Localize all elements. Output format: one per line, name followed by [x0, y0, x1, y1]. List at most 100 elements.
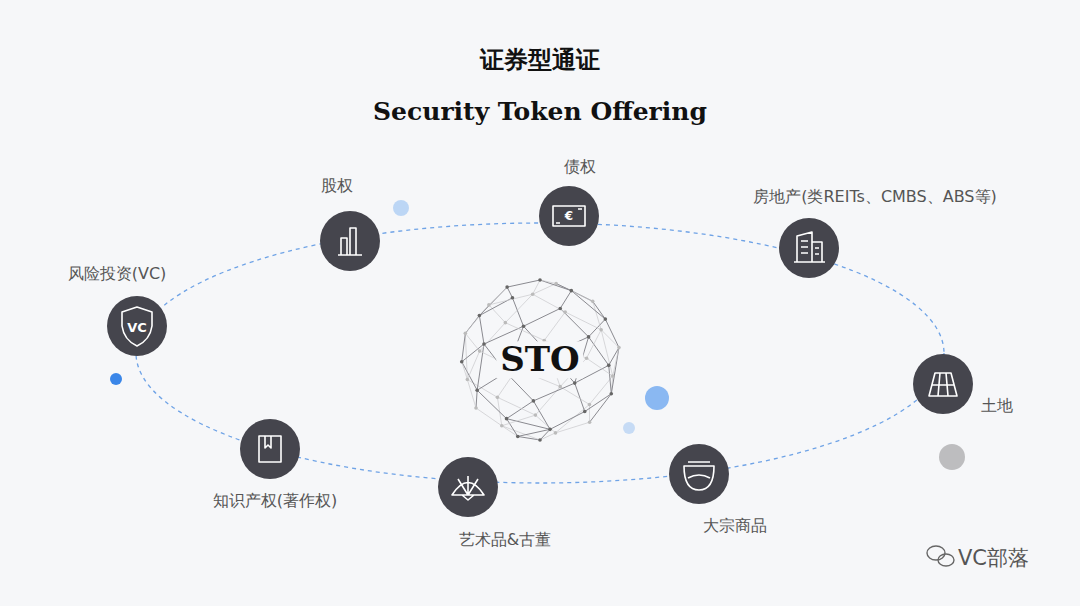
wire-line	[555, 404, 589, 432]
wire-dot	[466, 378, 470, 382]
node-label: 艺术品&古董	[459, 530, 551, 551]
wire-dot	[532, 399, 536, 403]
wire-line	[609, 348, 619, 366]
wire-line	[560, 387, 589, 405]
wire-line	[533, 280, 540, 294]
wire-dot	[583, 410, 587, 414]
wire-line	[477, 390, 506, 418]
wire-dot	[478, 314, 482, 318]
icon-node: 艺术品&古董	[438, 457, 498, 517]
wire-dot	[511, 296, 515, 300]
wire-dot	[599, 328, 603, 332]
wire-line	[601, 330, 613, 376]
center-text: STO	[496, 341, 583, 378]
wire-line	[502, 426, 518, 437]
node-label: 房地产(类REITs、CMBS、ABS等)	[753, 187, 997, 208]
icon-glyphs	[122, 206, 957, 500]
wire-dot	[591, 300, 595, 304]
node-label: 债权	[564, 157, 596, 178]
wire-dot	[570, 289, 574, 293]
wire-line	[476, 390, 477, 408]
wire-line	[540, 280, 556, 284]
wire-line	[479, 316, 484, 344]
icon-node: 知识产权(著作权)	[240, 419, 300, 479]
wire-line	[523, 308, 560, 326]
wire-line	[540, 433, 555, 440]
wire-line	[571, 291, 605, 319]
icon-text: €	[565, 209, 573, 223]
node-label: 土地	[981, 396, 1013, 417]
wire-dot	[585, 356, 589, 360]
wire-line	[507, 419, 550, 430]
wire-line	[589, 376, 612, 404]
wire-line	[601, 330, 619, 348]
node-label: 风险投资(VC)	[68, 264, 167, 285]
wire-dot	[531, 292, 535, 296]
node-label: 股权	[321, 176, 353, 197]
deco-dot	[645, 386, 669, 410]
wire-dot	[617, 346, 621, 350]
wire-line	[533, 401, 550, 429]
wire-line	[462, 344, 484, 362]
wire-line	[533, 383, 574, 401]
wire-dot	[558, 385, 562, 389]
wire-dot	[504, 321, 508, 325]
deco-dot	[110, 373, 122, 385]
wire-line	[605, 319, 619, 347]
wire-line	[593, 301, 601, 329]
icon-node: 债权€	[539, 186, 599, 246]
wire-dot	[588, 403, 592, 407]
wire-dot	[460, 360, 464, 364]
wire-line	[590, 394, 612, 422]
wire-line	[497, 397, 535, 415]
wire-dot	[474, 406, 478, 410]
icon-text: VC	[127, 320, 147, 335]
wire-dot	[563, 310, 567, 314]
wire-line	[462, 362, 477, 390]
wire-line	[507, 280, 540, 287]
wire-line	[512, 298, 523, 326]
wire-line	[560, 291, 571, 309]
diagram-title: 证券型通证	[0, 44, 1080, 76]
wire-line	[467, 380, 497, 398]
wire-line	[465, 333, 479, 351]
wire-dot	[464, 332, 468, 336]
wire-dot	[496, 396, 500, 400]
wire-line	[585, 394, 612, 412]
icon-node: 土地	[913, 354, 973, 414]
orbit-ellipse	[136, 223, 944, 483]
wire-dot	[500, 424, 504, 428]
wire-line	[613, 348, 619, 376]
wire-line	[462, 333, 466, 361]
wire-dot	[554, 282, 558, 286]
node-label: 大宗商品	[703, 516, 767, 537]
wire-dot	[505, 285, 509, 289]
wire-line	[533, 284, 556, 295]
wire-line	[540, 280, 571, 291]
icon-node: 大宗商品	[669, 444, 729, 504]
wire-dot	[558, 307, 562, 311]
wire-dot	[610, 392, 614, 396]
wire-dot	[604, 317, 608, 321]
wire-line	[505, 294, 532, 322]
wire-line	[489, 305, 505, 323]
wire-dot	[573, 381, 577, 385]
deco-dot	[623, 422, 635, 434]
wire-dot	[505, 417, 509, 421]
wire-line	[518, 429, 550, 436]
wire-line	[575, 383, 585, 411]
wire-dot	[611, 374, 615, 378]
wire-line	[550, 412, 585, 430]
wire-line	[589, 404, 590, 422]
icon-node: 风险投资(VC)VC	[107, 296, 167, 356]
wire-dot	[607, 364, 611, 368]
wire-line	[565, 312, 601, 330]
subtitle: Security Token Offering	[0, 97, 1080, 126]
wire-line	[533, 294, 566, 312]
wire-dot	[487, 303, 491, 307]
wire-line	[477, 344, 484, 390]
icon-node: 股权	[320, 211, 380, 271]
wire-line	[489, 287, 507, 305]
watermark: VC部落	[958, 544, 1029, 572]
center-node: STO	[505, 325, 575, 395]
